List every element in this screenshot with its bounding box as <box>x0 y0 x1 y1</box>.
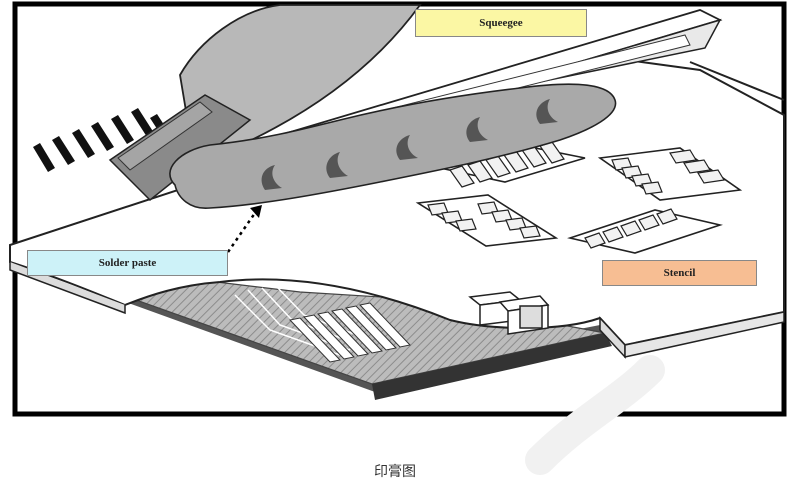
squeegee-label: Squeegee <box>415 9 587 37</box>
figure-caption: 印膏图 <box>0 461 790 481</box>
stencil-label: Stencil <box>602 260 757 286</box>
solder-paste-label: Solder paste <box>27 250 228 276</box>
